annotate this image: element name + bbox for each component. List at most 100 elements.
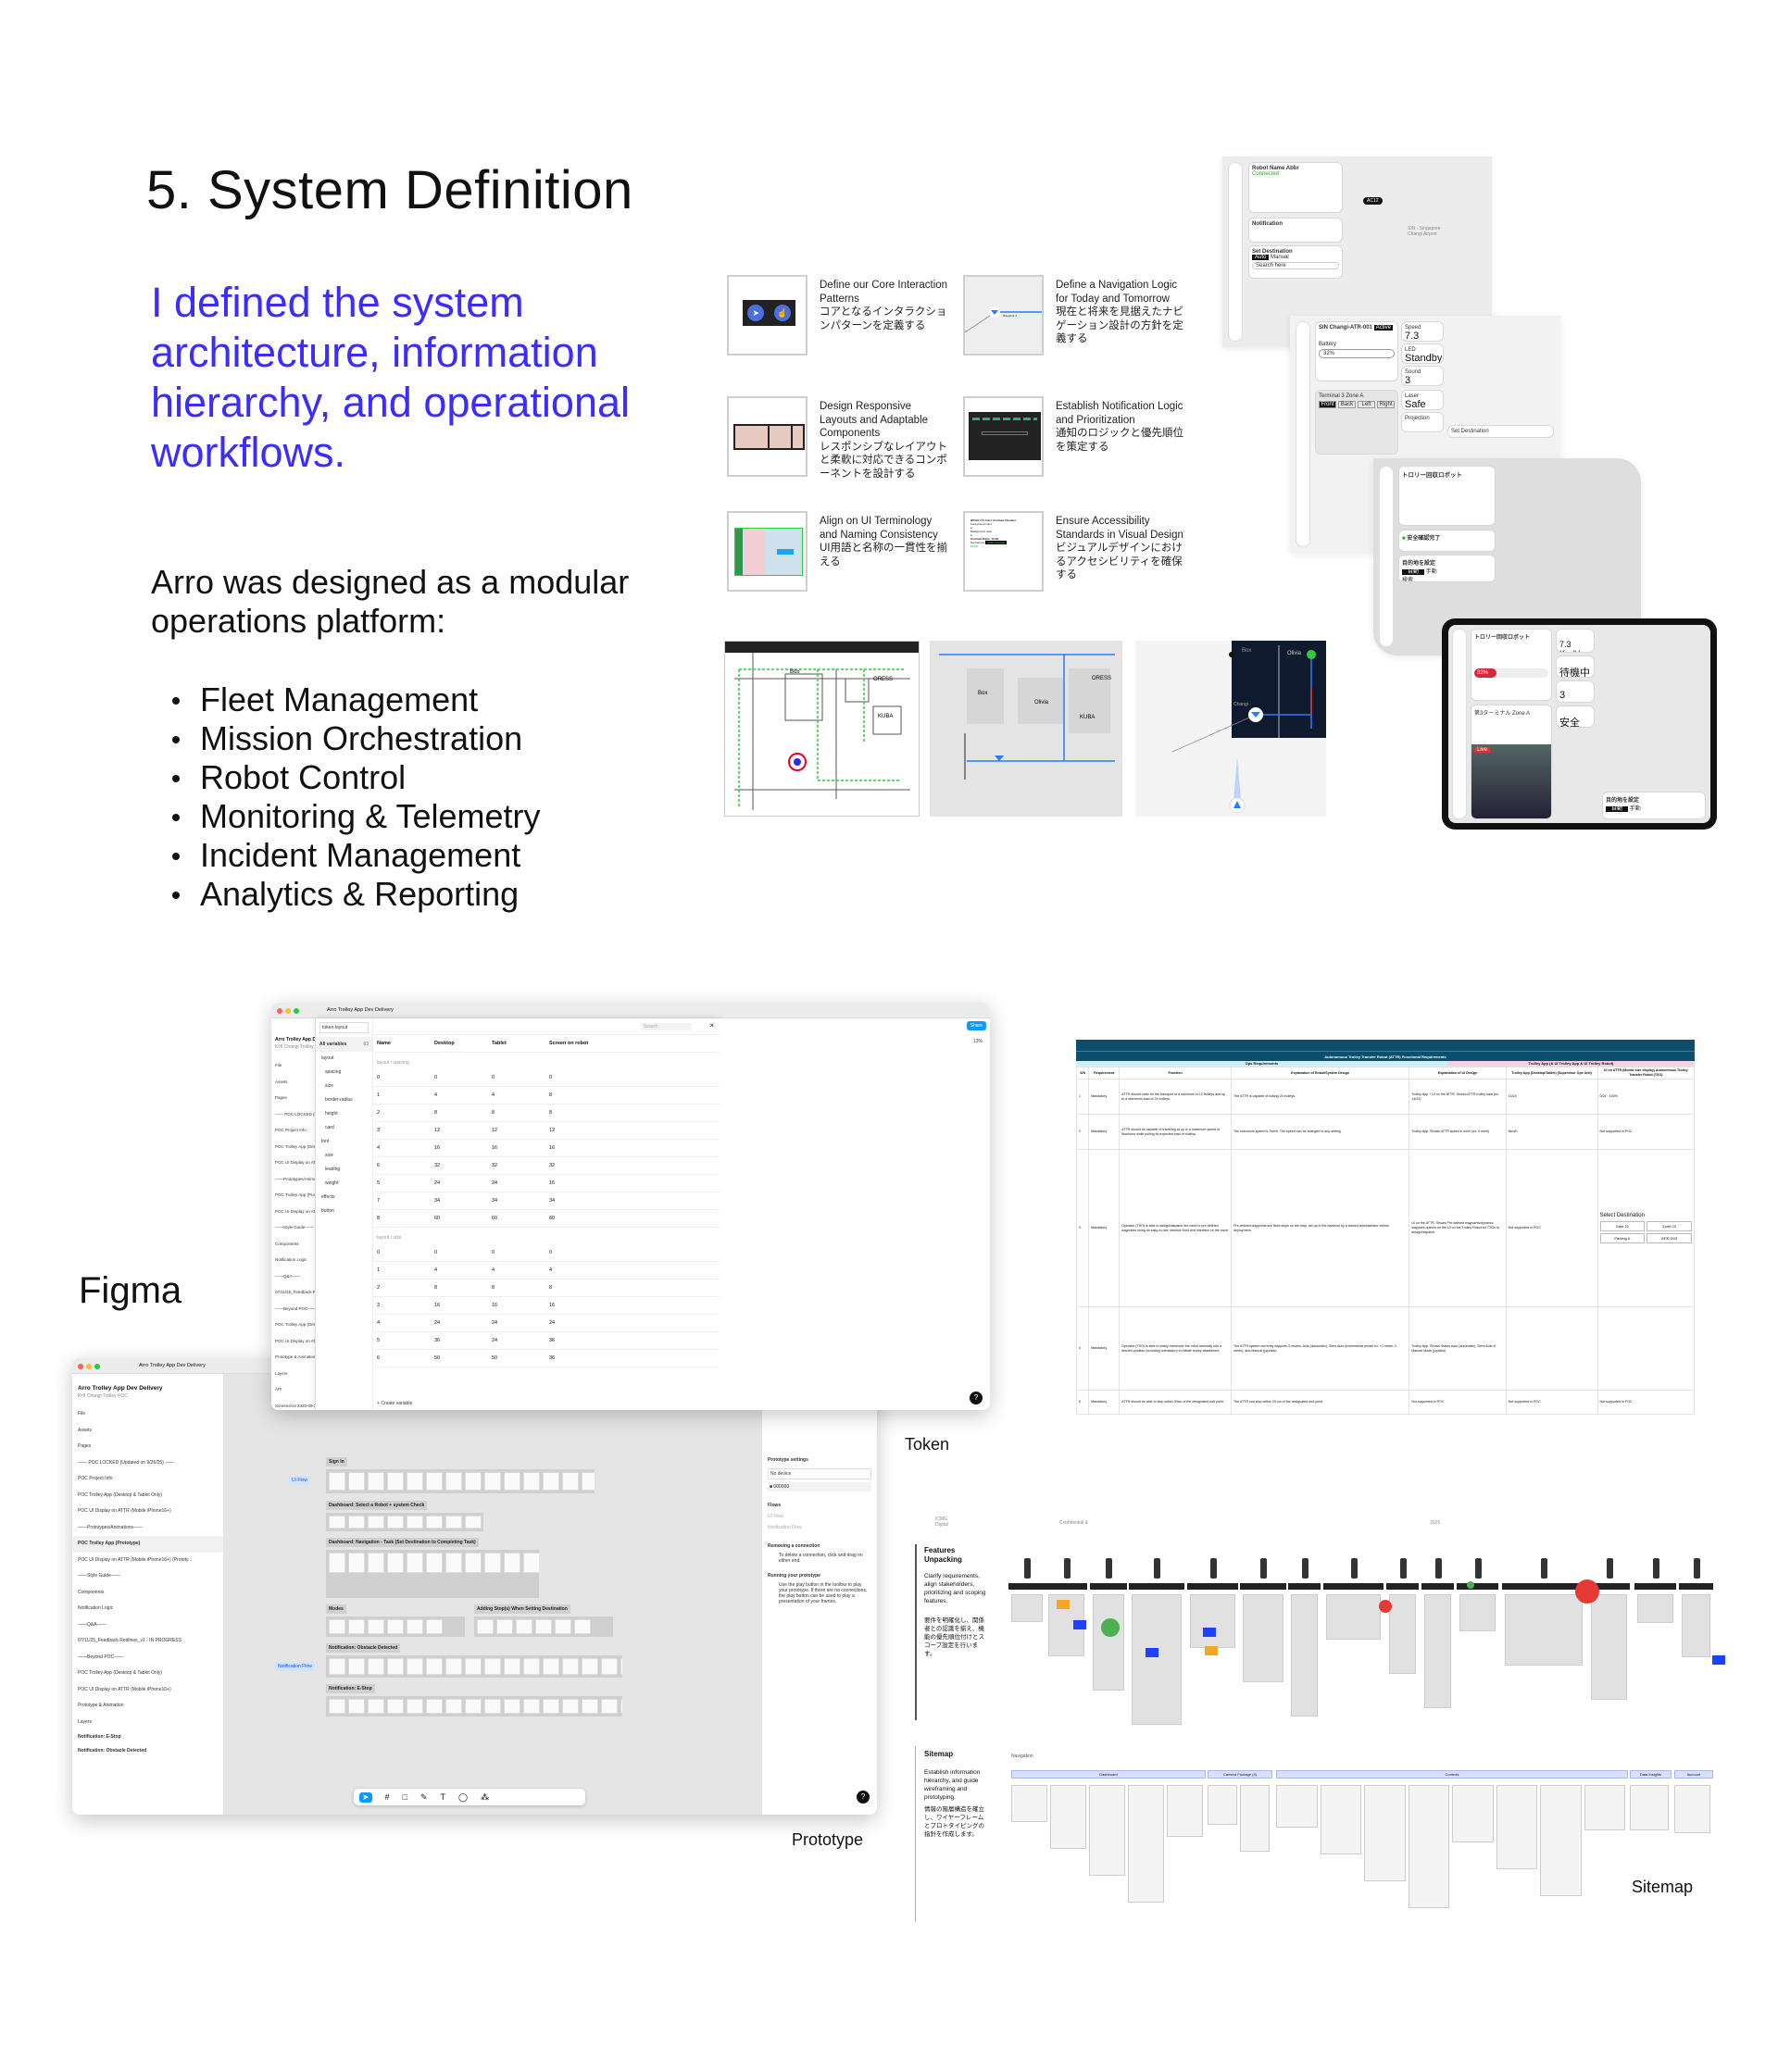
pen-tool-icon[interactable]: ✎ (420, 1791, 428, 1802)
all-variables[interactable]: All variables (319, 1042, 347, 1047)
screen-frame[interactable] (601, 1699, 618, 1714)
variable-group[interactable]: button (321, 1208, 334, 1214)
screen-frame[interactable] (348, 1553, 365, 1573)
robot-map-marker[interactable]: AC12 (1363, 197, 1383, 205)
screen-frame[interactable] (387, 1553, 404, 1573)
page-item[interactable]: POC Project Info (78, 1476, 113, 1481)
screen-frame[interactable] (368, 1619, 384, 1634)
screen-frame[interactable] (523, 1472, 540, 1491)
screen-frame[interactable] (562, 1699, 579, 1714)
screen-frame[interactable] (445, 1553, 462, 1573)
screen-frame[interactable] (387, 1472, 404, 1491)
screen-frame[interactable] (426, 1472, 443, 1491)
comment-tool-icon[interactable]: ◯ (458, 1791, 469, 1802)
flow-item[interactable]: UI Flow (768, 1514, 783, 1519)
variable-group[interactable]: size (325, 1083, 333, 1089)
page-item[interactable]: POC UI Display on ATTR (Mobile iPhone16+… (78, 1508, 171, 1514)
page-item[interactable]: —— POC LOCKED (Updated on 9/26/25) —— (275, 1111, 315, 1117)
screen-frame[interactable] (426, 1516, 443, 1529)
screen-frame[interactable] (387, 1516, 404, 1529)
screen-frame[interactable] (348, 1619, 365, 1634)
screen-frame[interactable] (329, 1553, 345, 1573)
manual-toggle[interactable]: 手動 (1425, 569, 1437, 575)
file-tab[interactable]: Arro Trolley App Dev Delivery (139, 1363, 206, 1368)
page-item[interactable]: POC Trolley App (Prototype) (275, 1192, 315, 1197)
page-item[interactable]: POC UI Display on ATTR (Mobile iPhone16+… (78, 1556, 193, 1563)
screen-frame[interactable] (601, 1658, 618, 1675)
camera-tab[interactable]: Back (1338, 401, 1356, 408)
maximize-window-icon[interactable] (294, 1008, 299, 1014)
screen-frame[interactable] (574, 1619, 591, 1634)
screen-frame[interactable] (484, 1658, 501, 1675)
auto-toggle[interactable]: Auto (1252, 255, 1270, 260)
screen-frame[interactable] (445, 1472, 462, 1491)
screen-frame[interactable] (504, 1472, 520, 1491)
page-item[interactable]: Pages (78, 1443, 92, 1449)
screen-frame[interactable] (562, 1472, 579, 1491)
screen-frame[interactable] (477, 1619, 494, 1634)
page-item[interactable]: POC UI Display on ATTR (Mobile iPhone16+… (275, 1208, 315, 1214)
auto-toggle[interactable]: 自動 (1606, 806, 1629, 812)
screen-frame[interactable] (504, 1699, 520, 1714)
zoom-level[interactable]: 13% (972, 1039, 983, 1044)
share-button[interactable]: Share (966, 1021, 986, 1030)
variable-group[interactable]: layout (321, 1055, 334, 1061)
screen-frame[interactable] (543, 1472, 559, 1491)
text-tool-icon[interactable]: T (440, 1792, 446, 1802)
page-item[interactable]: ——Q&A—— (78, 1621, 106, 1628)
variable-group[interactable]: border-radius (325, 1097, 353, 1103)
page-item[interactable]: POC Trolley App (Desktop & Tablet Only) (78, 1670, 163, 1676)
screen-frame[interactable] (484, 1553, 501, 1573)
screen-frame[interactable] (426, 1619, 443, 1634)
flow-start-notification[interactable]: Notification Flow (275, 1662, 315, 1671)
variable-group[interactable]: card (325, 1125, 334, 1130)
screen-frame[interactable] (445, 1516, 462, 1529)
page-item[interactable]: ——Beyond POC—— (275, 1305, 315, 1311)
screen-frame[interactable] (516, 1619, 532, 1634)
page-item[interactable]: File (275, 1063, 282, 1067)
screen-frame[interactable] (368, 1658, 384, 1675)
page-item[interactable]: Components (78, 1589, 105, 1595)
create-variable-button[interactable]: + Create variable (377, 1401, 413, 1406)
page-item[interactable]: POC Trolley App (Prototype) (72, 1536, 223, 1553)
page-item[interactable]: ——Q&A—— (275, 1273, 301, 1279)
page-item[interactable]: Prototype & Animation (275, 1354, 315, 1359)
screen-frame[interactable] (407, 1619, 423, 1634)
screen-frame[interactable] (387, 1699, 404, 1714)
screen-frame[interactable] (555, 1619, 571, 1634)
screen-frame[interactable] (329, 1699, 345, 1714)
page-item[interactable]: POC Trolley App (Desktop & Tablet Only) (78, 1492, 163, 1498)
screen-frame[interactable] (407, 1472, 423, 1491)
move-tool-icon[interactable]: ➤ (359, 1791, 372, 1803)
variable-group[interactable]: effects (321, 1194, 335, 1200)
variable-group[interactable]: height (325, 1111, 338, 1117)
screen-frame[interactable] (348, 1516, 365, 1529)
page-item[interactable]: POC Trolley App (Desktop & Tablet Only) (275, 1322, 315, 1327)
search-input[interactable]: Search (641, 1023, 692, 1030)
actions-icon[interactable]: ⁂ (481, 1791, 490, 1802)
minimize-window-icon[interactable] (285, 1008, 291, 1014)
screen-frame[interactable] (523, 1658, 540, 1675)
collection-select[interactable]: token-layout (319, 1022, 369, 1033)
page-item[interactable]: Components (275, 1241, 299, 1246)
help-icon[interactable]: ? (970, 1392, 983, 1404)
screen-frame[interactable] (465, 1699, 482, 1714)
screen-frame[interactable] (348, 1472, 365, 1491)
screen-frame[interactable] (387, 1619, 404, 1634)
flow-start-ui[interactable]: UI Flow (289, 1476, 310, 1485)
screen-frame[interactable] (407, 1699, 423, 1714)
screen-frame[interactable] (582, 1472, 595, 1491)
screen-frame[interactable] (496, 1619, 513, 1634)
screen-frame[interactable] (445, 1658, 462, 1675)
screen-frame[interactable] (582, 1699, 598, 1714)
screen-frame[interactable] (368, 1553, 384, 1573)
screen-frame[interactable] (465, 1516, 482, 1529)
page-item[interactable]: Assets (78, 1427, 93, 1433)
